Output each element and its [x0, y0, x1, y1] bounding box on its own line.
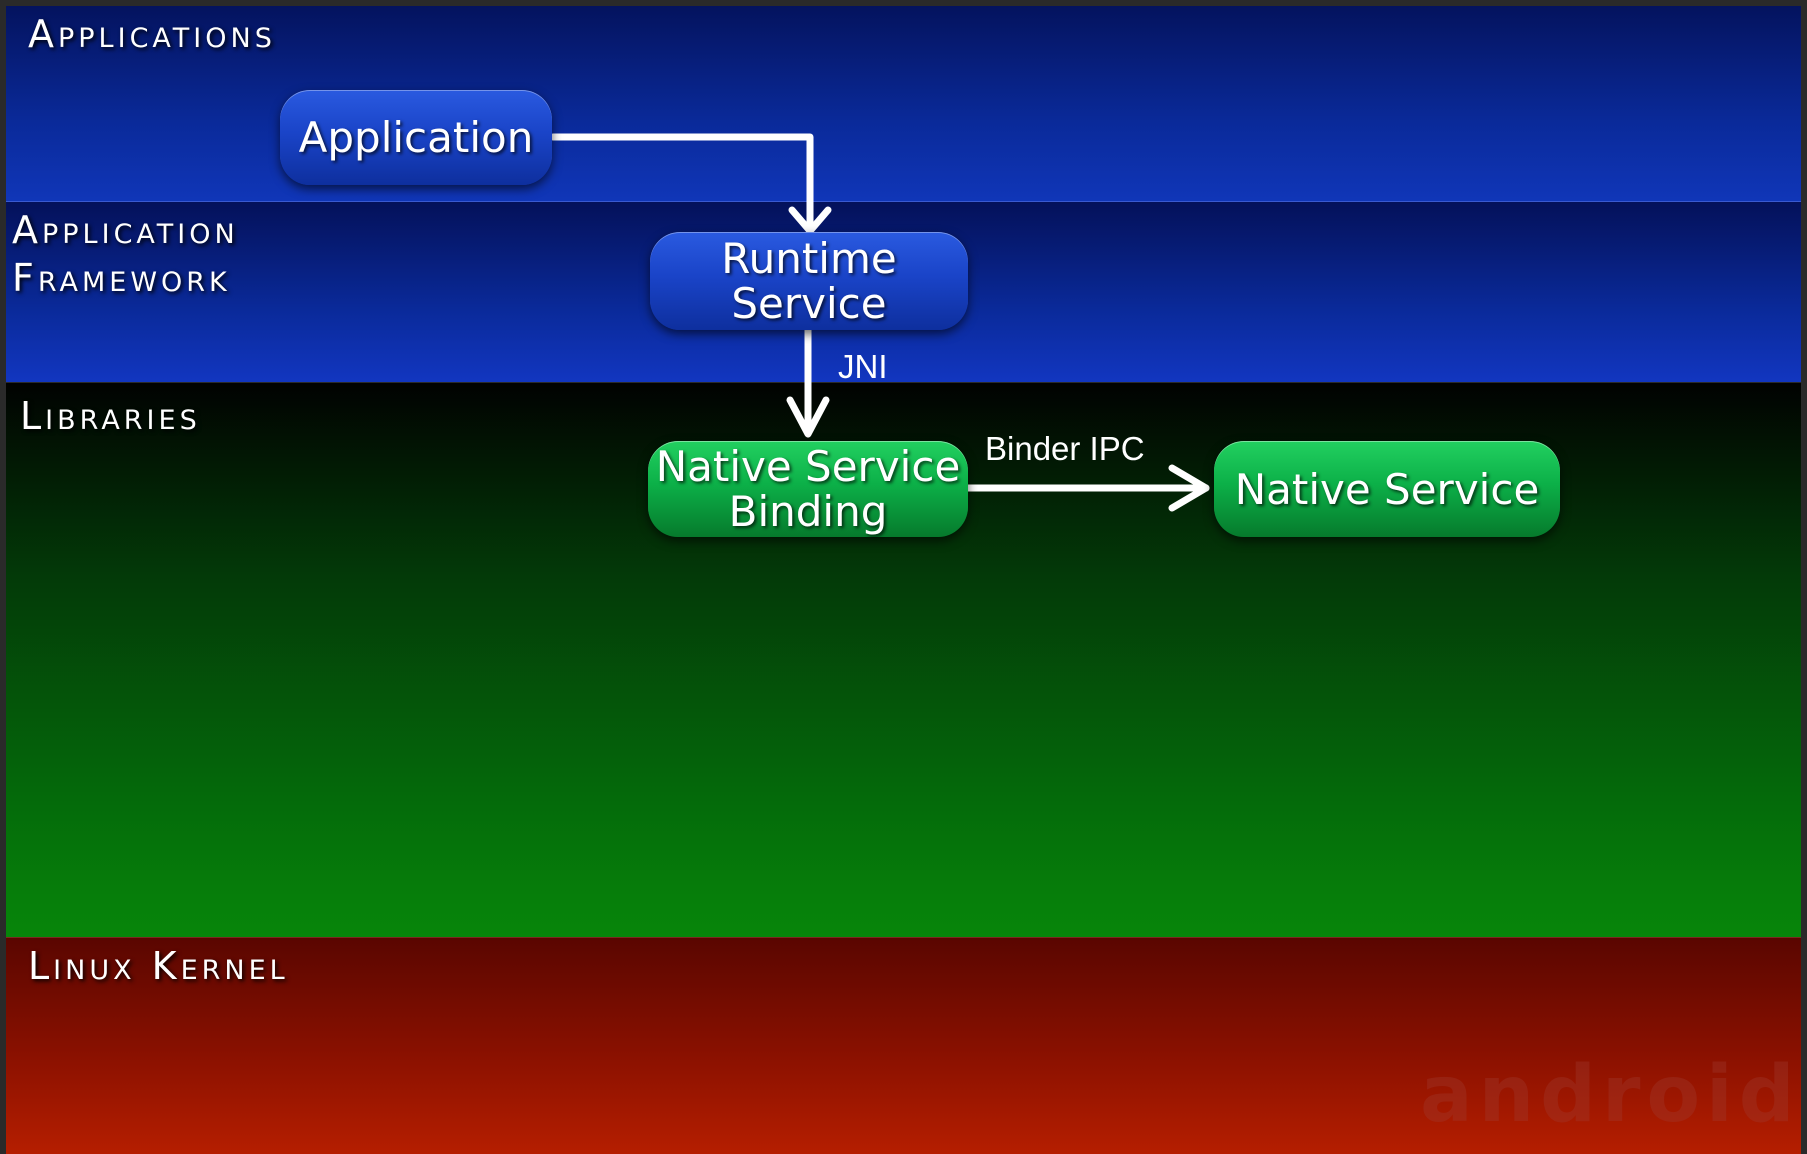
runtime-service-node: Runtime Service — [650, 232, 968, 330]
jni-label: JNI — [838, 348, 888, 385]
native-service-node: Native Service — [1214, 441, 1560, 537]
android-watermark: android — [1420, 1050, 1801, 1140]
linux-kernel-layer — [6, 937, 1801, 1154]
application-framework-layer-title: Application Framework — [12, 208, 239, 300]
native-service-binding-node: Native Service Binding — [648, 441, 968, 537]
arrow-application-to-runtime — [549, 133, 814, 234]
application-node: Application — [280, 90, 552, 185]
libraries-layer-title: Libraries — [20, 394, 201, 438]
arrowhead-application-to-runtime — [788, 206, 832, 235]
linux-kernel-layer-title: Linux Kernel — [28, 944, 289, 988]
arrowhead-binding-to-native-service — [1168, 464, 1210, 512]
applications-layer-title: Applications — [28, 12, 276, 56]
arrowhead-runtime-to-binding — [786, 396, 830, 438]
binder-ipc-label: Binder IPC — [985, 430, 1145, 467]
